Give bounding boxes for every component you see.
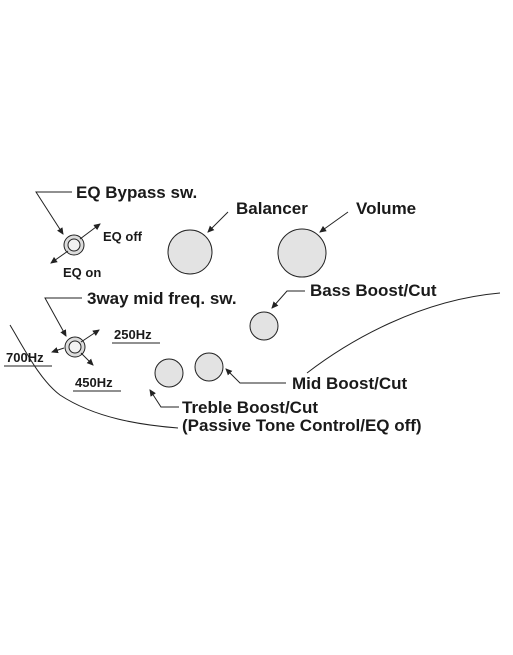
bass-knob[interactable] [249, 311, 279, 341]
balancer-leader [207, 211, 229, 233]
volume-label: Volume [356, 199, 416, 218]
mid-freq-switch[interactable] [64, 336, 86, 358]
eq-bypass-leader [35, 191, 72, 235]
balancer-label: Balancer [236, 199, 308, 218]
volume-knob[interactable] [277, 228, 327, 278]
eq-on-label: EQ on [63, 265, 101, 280]
body-outline-upper [306, 292, 501, 374]
bass-leader [271, 290, 305, 309]
body-outline-lower [9, 324, 179, 429]
mid-freq-leader [44, 297, 82, 337]
freq-450-label: 450Hz [75, 375, 113, 390]
mid-label: Mid Boost/Cut [292, 374, 408, 393]
eq-off-arrow [79, 223, 101, 240]
freq-450-arrow [80, 352, 94, 366]
bass-label: Bass Boost/Cut [310, 281, 437, 300]
volume-leader [319, 211, 349, 233]
freq-250-label: 250Hz [114, 327, 152, 342]
balancer-knob[interactable] [167, 229, 213, 275]
mid-freq-label: 3way mid freq. sw. [87, 289, 237, 308]
eq-off-label: EQ off [103, 229, 143, 244]
eq-on-arrow [50, 250, 69, 264]
mid-leader [225, 368, 286, 384]
eq-bypass-switch[interactable] [63, 234, 85, 256]
treble-label: Treble Boost/Cut [182, 398, 318, 417]
freq-250-arrow [80, 329, 100, 343]
mid-knob[interactable] [194, 352, 224, 382]
freq-700-label: 700Hz [6, 350, 44, 365]
treble-leader [149, 389, 179, 408]
treble-knob[interactable] [154, 358, 184, 388]
freq-700-arrow [51, 347, 65, 354]
eq-bypass-label: EQ Bypass sw. [76, 183, 197, 202]
treble-sublabel: (Passive Tone Control/EQ off) [182, 416, 422, 435]
